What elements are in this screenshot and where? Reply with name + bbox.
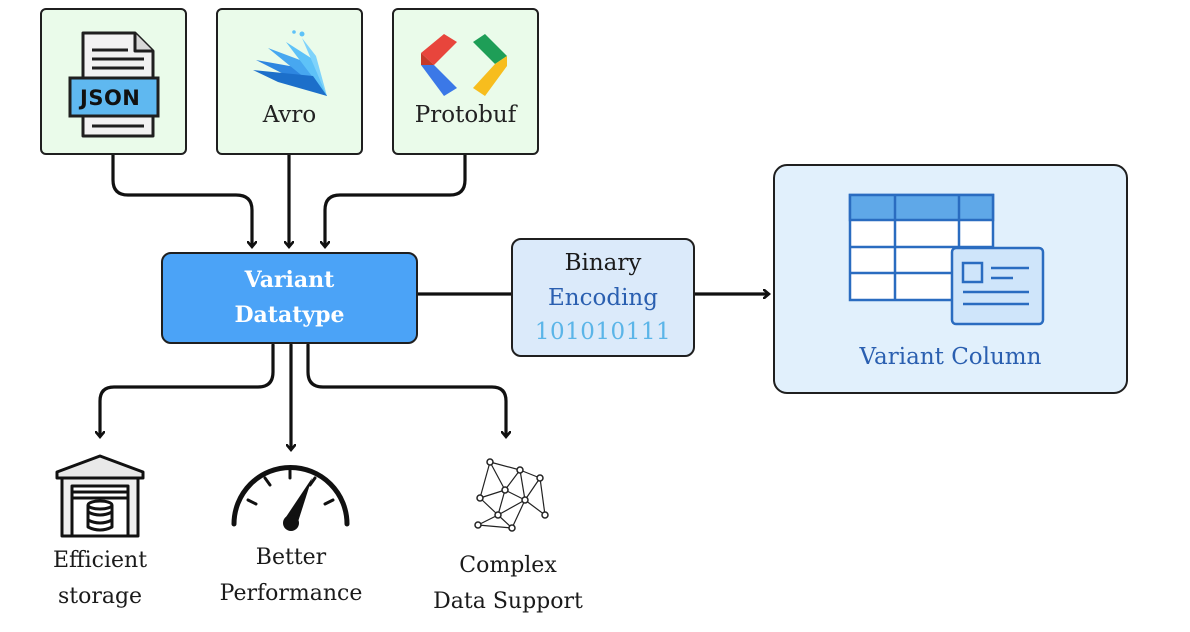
efficient-storage-label: Efficient storage: [30, 543, 170, 615]
json-to-variant-arrow: [111, 153, 252, 246]
encoding-line2: Encoding: [548, 285, 658, 311]
avro-source-box: Avro: [216, 8, 363, 155]
performance-line1: Better: [255, 545, 327, 570]
complex-line1: Complex: [459, 553, 557, 578]
protobuf-logo-icon: [421, 34, 507, 96]
variant-title-line2: Datatype: [234, 302, 345, 328]
storage-line1: Efficient: [52, 548, 148, 573]
avro-logo-icon: [253, 30, 327, 96]
binary-encoding-box: Binary Encoding 101010111: [511, 238, 695, 357]
protobuf-to-variant-arrow: [325, 153, 467, 246]
variant-to-complex-arrow: [306, 343, 506, 436]
binary-digits: 101010111: [534, 319, 672, 345]
variant-datatype-box: Variant Datatype: [161, 252, 418, 344]
encoding-line1: Binary: [564, 250, 642, 276]
better-performance-label: Better Performance: [200, 540, 382, 612]
complex-data-support-label: Complex Data Support: [414, 548, 602, 620]
variant-column-label: Variant Column: [859, 344, 1042, 370]
avro-label: Avro: [262, 102, 317, 128]
json-label: JSON: [80, 86, 141, 110]
variant-column-box: Variant Column: [773, 164, 1128, 394]
json-source-box: JSON: [40, 8, 187, 155]
table-card-icon: [848, 193, 1045, 326]
json-file-icon: [68, 31, 160, 138]
variant-to-storage-arrow: [100, 343, 275, 436]
performance-line2: Performance: [219, 581, 363, 606]
variant-title-line1: Variant: [244, 267, 335, 293]
protobuf-label: Protobuf: [414, 102, 517, 128]
protobuf-source-box: Protobuf: [392, 8, 539, 155]
storage-line2: storage: [57, 584, 143, 609]
complex-line2: Data Support: [433, 589, 583, 614]
